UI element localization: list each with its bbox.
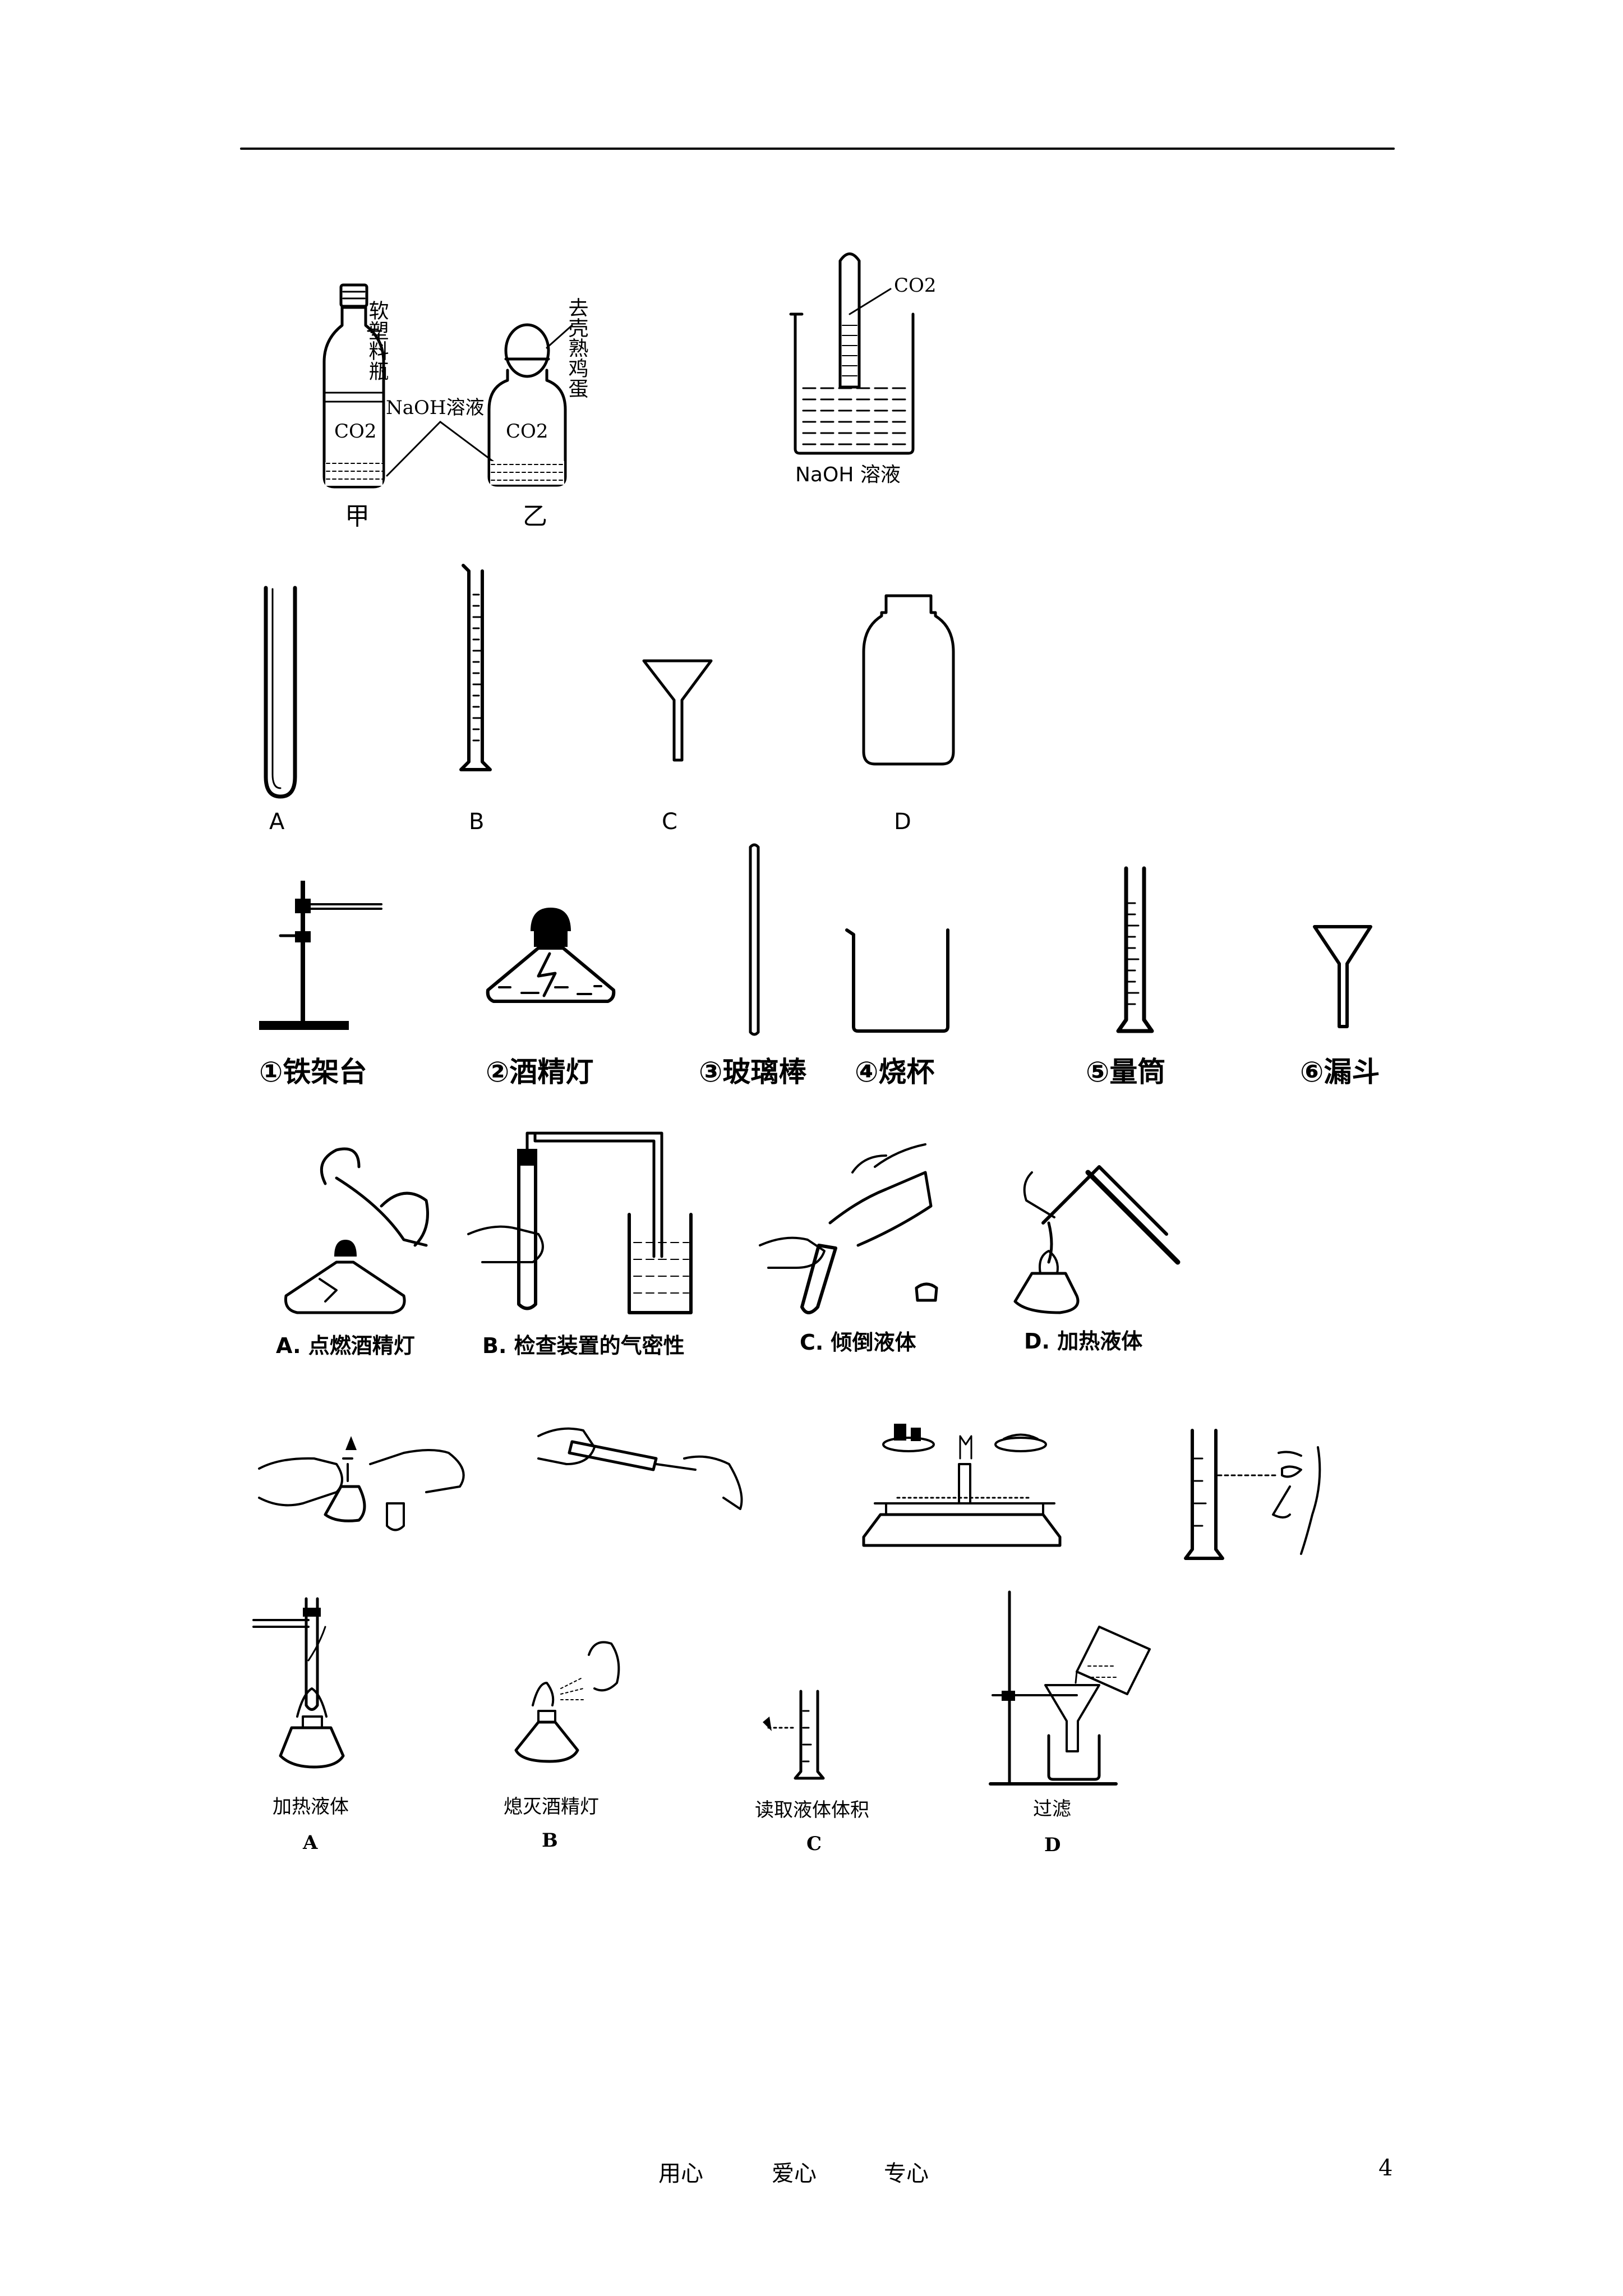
beaker-icon [845,928,949,1033]
glass-rod-icon [749,843,760,1036]
airtightness-check-icon [467,1131,693,1314]
alcohol-lamp-icon [486,908,616,1003]
footer-right: 专心 [884,2161,929,2187]
test-tube-icon [264,586,297,799]
egg-bottle-icon [487,323,567,487]
pour-liquid-icon [759,1143,938,1314]
read-volume-icon [763,1690,825,1780]
operations-row: A. 点燃酒精灯 B. 检查装置的气密性 C. 倾倒液体 D. 加热液体 [276,1131,1181,1358]
yi-top-label: 去壳熟鸡蛋 [565,297,588,398]
apparatus-row-2: ①铁架台 ②酒精灯 ③玻璃棒 ④烧杯 ⑤量筒 ⑥漏斗 [259,843,1380,1088]
light-lamp-with-lamp-icon [258,1436,465,1531]
apparatus-row-1: A B C D [264,564,955,835]
bottom-c-letter: C [806,1833,822,1855]
wide-mouth-bottle-icon [862,594,955,766]
label-alcohol-lamp: ②酒精灯 [486,1056,593,1088]
operation-d-label: D. 加热液体 [1024,1329,1142,1354]
light-lamp-icon [284,1147,429,1314]
label-glass-rod: ③玻璃棒 [699,1056,807,1088]
label-funnel: ⑥漏斗 [1300,1056,1380,1088]
operation-b-label: B. 检查装置的气密性 [482,1333,685,1358]
footer-left: 用心 [658,2161,703,2187]
yi-gas-label: CO2 [506,420,548,443]
graduated-cylinder-2-icon [1116,866,1154,1033]
apparatus-letter-b: B [469,809,484,835]
beaker-solution-label: NaOH 溶液 [795,463,901,486]
yi-caption: 乙 [523,502,547,531]
operation-c-label: C. 倾倒液体 [800,1330,916,1355]
funnel-icon [642,659,713,762]
unlabeled-operations-row [258,1424,1321,1560]
apparatus-letter-c: C [662,809,677,835]
extinguish-lamp-icon [514,1641,620,1763]
heating-liquid-stand-icon [252,1597,345,1769]
jia-gas-label: CO2 [334,420,377,443]
operation-a-label: A. 点燃酒精灯 [276,1333,415,1358]
bottom-row: 加热液体 A 熄灭酒精灯 B 读取液体体积 C 过滤 D [252,1590,1151,1856]
shared-naoh-label: NaOH溶液 [386,397,485,419]
page-number: 4 [1378,2155,1393,2181]
soft-plastic-bottle-icon [322,283,385,489]
graduated-cylinder-icon [459,564,492,771]
bottom-d-letter: D [1044,1834,1061,1856]
footer-middle: 爱心 [772,2161,817,2187]
iron-stand-icon [259,881,382,1030]
jia-bottle-label: 软塑料瓶 [366,300,389,381]
filtration-icon [989,1590,1151,1786]
bottom-d-caption: 过滤 [1033,1798,1071,1820]
funnel-2-icon [1313,925,1372,1028]
balance-scale-icon [862,1424,1062,1547]
figure-co2-beaker: CO2 NaOH 溶液 [789,252,937,486]
inverted-tube-beaker-icon [789,252,915,455]
label-beaker: ④烧杯 [855,1056,934,1088]
bottom-b-caption: 熄灭酒精灯 [504,1796,599,1818]
label-graduated-cylinder: ⑤量筒 [1086,1056,1165,1088]
bottom-a-letter: A [302,1832,318,1854]
bottom-c-caption: 读取液体体积 [755,1799,869,1821]
heat-liquid-icon [1013,1165,1181,1314]
label-iron-stand: ①铁架台 [259,1056,367,1088]
jia-caption: 甲 [345,502,370,531]
apparatus-letter-d: D [894,809,911,835]
heat-test-tube-icon [537,1427,743,1510]
figure-co2-bottles: CO2 软塑料瓶 甲 NaOH溶液 CO2 去壳熟鸡蛋 乙 [322,283,588,531]
bottom-b-letter: B [542,1829,558,1852]
bottom-a-caption: 加热液体 [273,1796,349,1818]
read-cylinder-eye-icon [1184,1429,1321,1560]
beaker-gas-label: CO2 [894,274,937,297]
apparatus-letter-a: A [269,809,285,835]
